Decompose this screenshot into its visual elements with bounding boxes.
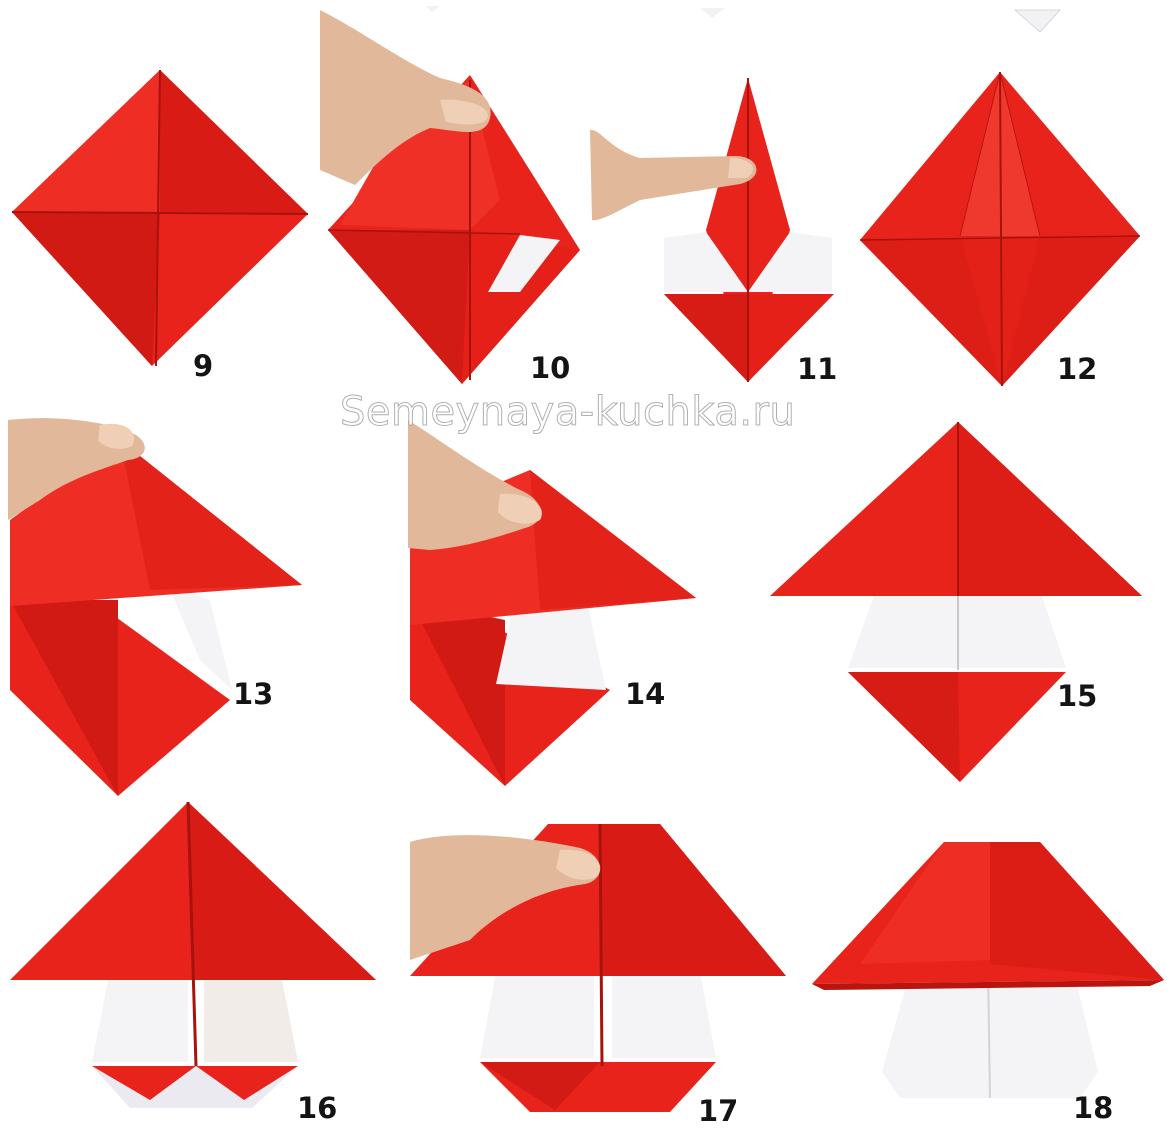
step-17-figure [410, 824, 786, 1112]
step-14-figure [408, 420, 696, 786]
step-number-15: 15 [1057, 682, 1097, 711]
step-9-figure [12, 70, 308, 366]
step-11-figure [590, 78, 834, 382]
step-number-14: 14 [625, 680, 665, 709]
previous-row-fragments [425, 6, 1060, 32]
step-number-11: 11 [797, 355, 837, 384]
step-10-figure [320, 10, 580, 384]
step-number-18: 18 [1073, 1094, 1113, 1123]
step-number-10: 10 [530, 354, 570, 383]
step-number-17: 17 [698, 1097, 738, 1126]
step-12-figure [860, 72, 1140, 386]
step-number-9: 9 [193, 352, 213, 381]
step-18-figure [812, 842, 1164, 1098]
step-number-13: 13 [233, 680, 273, 709]
step-number-16: 16 [297, 1094, 337, 1123]
step-number-12: 12 [1057, 355, 1097, 384]
step-16-figure [10, 802, 376, 1108]
step-15-figure [770, 422, 1142, 782]
step-13-figure [8, 418, 302, 796]
watermark: Semeynaya-kuchka.ru [340, 392, 795, 432]
